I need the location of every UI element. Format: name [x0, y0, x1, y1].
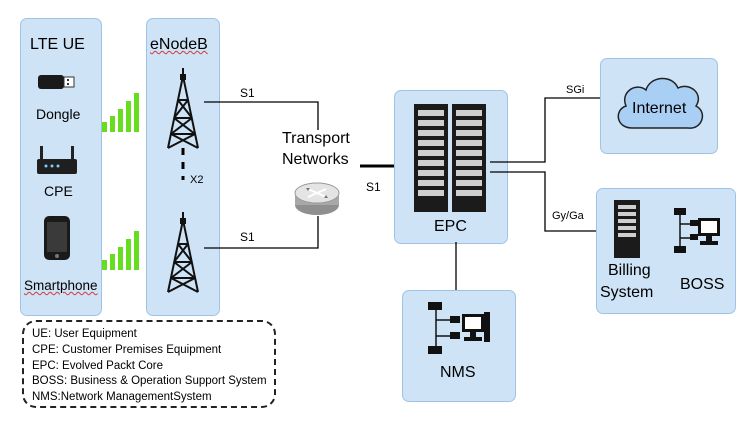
internet-label: Internet: [632, 100, 687, 117]
nms-network-icon: [428, 302, 490, 354]
signal-bars-icon: [102, 231, 139, 270]
s1-label-bottom: S1: [240, 230, 255, 244]
billing-label-line1: Billing: [608, 262, 651, 279]
lte-ue-title: LTE UE: [30, 36, 85, 53]
billing-label-line2: System: [600, 284, 654, 301]
smartphone-icon: [44, 216, 70, 260]
epc-label: EPC: [434, 218, 467, 235]
transport-networks-line1: Transport: [282, 130, 350, 147]
legend-item-text: EPC: Evolved Packt Core: [32, 359, 164, 372]
gy-ga-label: Gy/Ga: [552, 210, 584, 222]
legend-item: NMS:Network ManagementSystem: [32, 391, 212, 404]
legend-item: UE: User Equipment: [32, 328, 137, 340]
cell-tower-icon: [167, 212, 199, 293]
s1-label-top: S1: [240, 86, 255, 100]
legend-item: BOSS: Business & Operation Support Syste…: [32, 375, 267, 388]
cpe-router-icon: [37, 146, 77, 174]
x2-label: X2: [190, 174, 204, 186]
dongle-icon: [38, 75, 75, 89]
internet-cloud-icon: [617, 77, 704, 129]
billing-server-icon: [614, 200, 640, 258]
epc-panel: [394, 90, 508, 244]
device-label-cpe: CPE: [44, 183, 73, 199]
device-label-dongle: Dongle: [36, 106, 81, 122]
s1-label-epc: S1: [366, 180, 381, 194]
device-label-smartphone: Smartphone: [24, 278, 98, 293]
legend-box: UE: User Equipment CPE: Customer Premise…: [22, 320, 276, 408]
boss-label: BOSS: [680, 276, 725, 293]
signal-bars-icon: [102, 93, 139, 132]
nms-label: NMS: [440, 364, 476, 381]
cell-tower-icon: [167, 68, 199, 149]
legend-item: EPC: Evolved Packt Core: [32, 359, 274, 375]
nms-panel: [402, 290, 516, 402]
enodeb-title: eNodeB: [150, 36, 208, 53]
router-icon: [294, 182, 340, 215]
boss-network-icon: [674, 208, 720, 253]
legend-item: CPE: Customer Premises Equipment: [32, 343, 222, 356]
sgi-label: SGi: [566, 84, 585, 96]
transport-networks-line2: Networks: [282, 151, 349, 168]
epc-server-rack-icon: [414, 104, 486, 212]
